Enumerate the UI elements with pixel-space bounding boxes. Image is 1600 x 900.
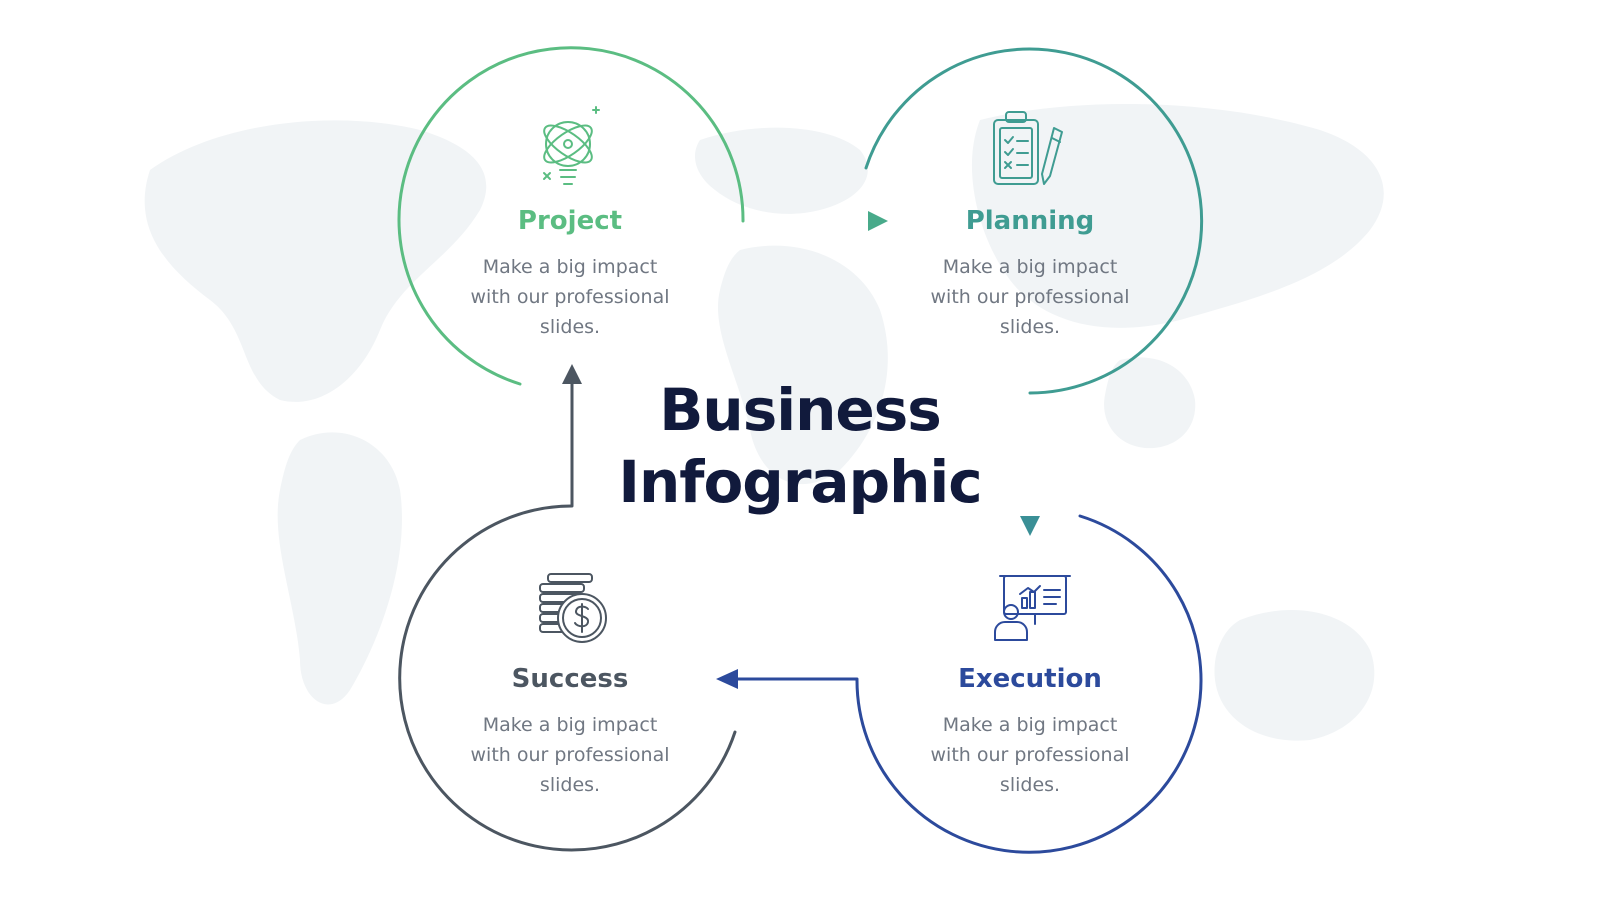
presentation-board-icon bbox=[994, 575, 1071, 641]
connector-success-to-project bbox=[562, 364, 582, 506]
success-node bbox=[398, 504, 737, 852]
connector-planning-to-execution bbox=[1020, 393, 1040, 536]
execution-node bbox=[855, 514, 1203, 854]
page-title: Business Infographic bbox=[560, 374, 1040, 518]
execution-description: Make a big impact with our professional … bbox=[930, 714, 1130, 796]
planning-description: Make a big impact with our professional … bbox=[930, 256, 1130, 338]
success-title: Success bbox=[511, 664, 629, 694]
planning-node bbox=[864, 47, 1204, 395]
execution-circle-arc bbox=[855, 514, 1203, 854]
project-description: Make a big impact with our professional … bbox=[470, 256, 670, 338]
coins-dollar-icon bbox=[539, 573, 607, 643]
page-title-line1: Business bbox=[659, 376, 942, 444]
clipboard-checklist-icon bbox=[993, 111, 1063, 185]
project-title: Project bbox=[517, 206, 623, 236]
planning-title: Planning bbox=[965, 206, 1095, 236]
planning-circle-arc bbox=[864, 47, 1204, 395]
connector-execution-to-success bbox=[716, 669, 857, 689]
connector-project-to-planning bbox=[743, 211, 888, 231]
success-circle-arc bbox=[398, 504, 737, 852]
success-description: Make a big impact with our professional … bbox=[470, 714, 670, 796]
lightbulb-atom-icon bbox=[543, 106, 600, 185]
project-node bbox=[397, 46, 745, 386]
project-circle-arc bbox=[397, 46, 745, 386]
page-title-line2: Infographic bbox=[618, 448, 982, 516]
execution-title: Execution bbox=[958, 664, 1102, 694]
